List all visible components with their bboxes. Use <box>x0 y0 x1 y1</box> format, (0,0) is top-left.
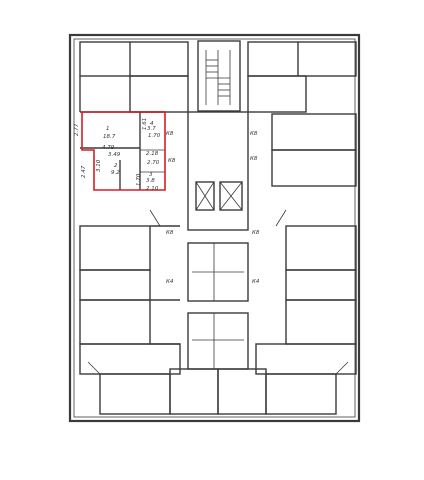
room-main-number: 1 <box>106 126 110 132</box>
corridor-mark-1: К8 <box>166 131 174 137</box>
dim-left-height2: 2.47 <box>81 165 87 178</box>
corridor-mark-6: К8 <box>252 230 260 236</box>
shaft-mark-2: К4 <box>252 279 260 285</box>
corridor-mark-4: К8 <box>250 156 258 162</box>
dim-mid-width: 3.49 <box>108 152 121 158</box>
room-bath-area: 3.8 <box>146 178 155 184</box>
highlighted-apartment <box>80 111 166 191</box>
room-main-area: 18.7 <box>103 134 116 140</box>
labels: 1 18.7 2 9.2 3 3.8 4 3.7 4.79 3.49 1.70 … <box>74 118 260 285</box>
shaft-mark-1: К4 <box>166 279 174 285</box>
dim-hall-depth: 2.70 <box>147 160 160 166</box>
corridor-mark-3: К8 <box>250 131 258 137</box>
dim-vert-small: 1.61 <box>142 118 148 130</box>
dim-bath-height2: 2.10 <box>146 186 159 192</box>
room-kitchen-number: 2 <box>114 163 118 169</box>
room-hall-number: 4 <box>150 121 154 127</box>
room-kitchen-area: 9.2 <box>111 170 120 176</box>
dim-top-width: 4.79 <box>102 145 115 151</box>
right-apartments <box>217 41 357 415</box>
dim-left-height: 2.77 <box>74 123 80 136</box>
dim-bath-width: 2.18 <box>146 151 159 157</box>
corridor-mark-2: К8 <box>168 158 176 164</box>
room-bath-number: 3 <box>149 172 153 178</box>
corridor-mark-5: К8 <box>166 230 174 236</box>
outer-walls <box>68 33 361 423</box>
dim-hall-width: 1.70 <box>148 133 161 139</box>
elevator-shafts <box>195 181 243 211</box>
highlight-outline <box>81 111 166 191</box>
dim-kitchen-width: 3.10 <box>96 159 102 172</box>
room-hall-area: 3.7 <box>147 126 156 132</box>
central-core <box>187 40 249 231</box>
lower-core <box>187 242 249 370</box>
dim-bath-height: 1.70 <box>136 173 142 186</box>
